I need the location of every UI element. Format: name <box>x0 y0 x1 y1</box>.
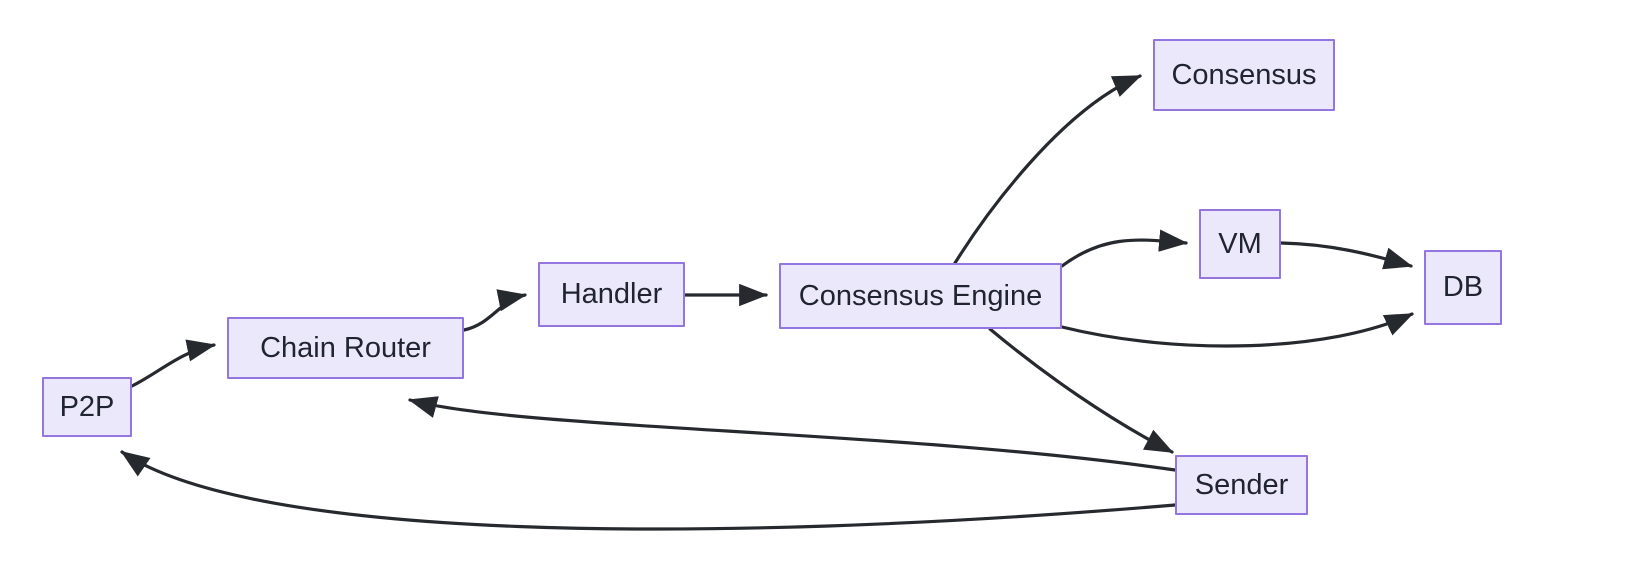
node-chain-router-label: Chain Router <box>260 331 431 364</box>
node-consensus-engine-label: Consensus Engine <box>798 279 1043 312</box>
node-p2p[interactable]: P2P <box>42 377 132 437</box>
edge-sender-to-chain-router <box>408 396 1177 472</box>
node-db-label: DB <box>1442 271 1484 303</box>
node-sender-label: Sender <box>1194 468 1289 501</box>
node-consensus-engine[interactable]: Consensus Engine <box>779 263 1062 329</box>
edge-consensus-engine-to-vm <box>1060 229 1188 268</box>
edge-p2p-to-chain-router <box>130 339 216 388</box>
node-sender[interactable]: Sender <box>1175 455 1308 515</box>
edge-sender-to-p2p <box>120 450 1177 531</box>
edge-consensus-engine-to-db <box>1060 312 1414 348</box>
node-handler[interactable]: Handler <box>538 262 685 327</box>
edge-consensus-engine-to-consensus <box>953 74 1142 265</box>
edge-consensus-engine-to-sender <box>988 327 1174 454</box>
edge-vm-to-db <box>1279 241 1413 270</box>
edge-chain-router-to-handler <box>462 289 527 332</box>
node-consensus[interactable]: Consensus <box>1153 39 1335 111</box>
node-vm[interactable]: VM <box>1199 209 1281 279</box>
node-handler-label: Handler <box>560 278 663 310</box>
node-consensus-label: Consensus <box>1171 58 1317 91</box>
node-vm-label: VM <box>1218 227 1262 260</box>
node-db[interactable]: DB <box>1424 250 1502 325</box>
node-chain-router[interactable]: Chain Router <box>227 317 464 379</box>
node-p2p-label: P2P <box>59 390 115 423</box>
